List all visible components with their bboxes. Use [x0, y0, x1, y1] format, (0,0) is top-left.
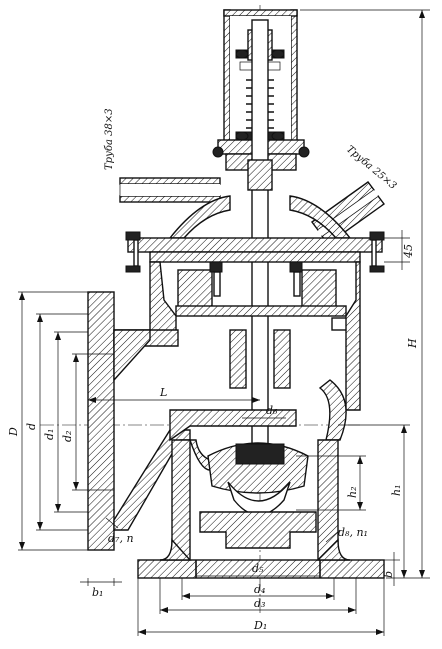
- label-d6: d₆: [266, 404, 278, 417]
- label-b1: b₁: [92, 586, 103, 599]
- label-b: b: [382, 571, 395, 578]
- label-L: L: [159, 386, 167, 399]
- label-D1: D₁: [253, 619, 267, 632]
- label-d7-n: d₇, n: [108, 532, 134, 545]
- label-d2: d₂: [61, 431, 74, 442]
- label-d5: d₅: [252, 562, 264, 575]
- dimensions: [18, 9, 430, 636]
- label-dim-45: 45: [402, 244, 415, 259]
- label-h2: h₂: [346, 487, 359, 499]
- label-d: d: [25, 423, 38, 430]
- label-pipe-left: Труба 38×3: [104, 108, 115, 170]
- label-d1: d₁: [43, 429, 56, 440]
- label-D: D: [7, 427, 20, 437]
- label-H: H: [406, 338, 419, 349]
- label-d8-n1: d₈, n₁: [338, 526, 368, 539]
- piston: [175, 261, 349, 389]
- valve-body: [87, 261, 385, 579]
- arrowheads: [19, 10, 425, 635]
- pipe-left: [119, 177, 221, 203]
- label-h1: h₁: [390, 485, 403, 497]
- label-d4: d₄: [254, 583, 265, 596]
- label-pipe-right: Труба 25×3: [344, 144, 398, 192]
- label-d3: d₃: [254, 597, 265, 610]
- bonnet: [125, 195, 385, 273]
